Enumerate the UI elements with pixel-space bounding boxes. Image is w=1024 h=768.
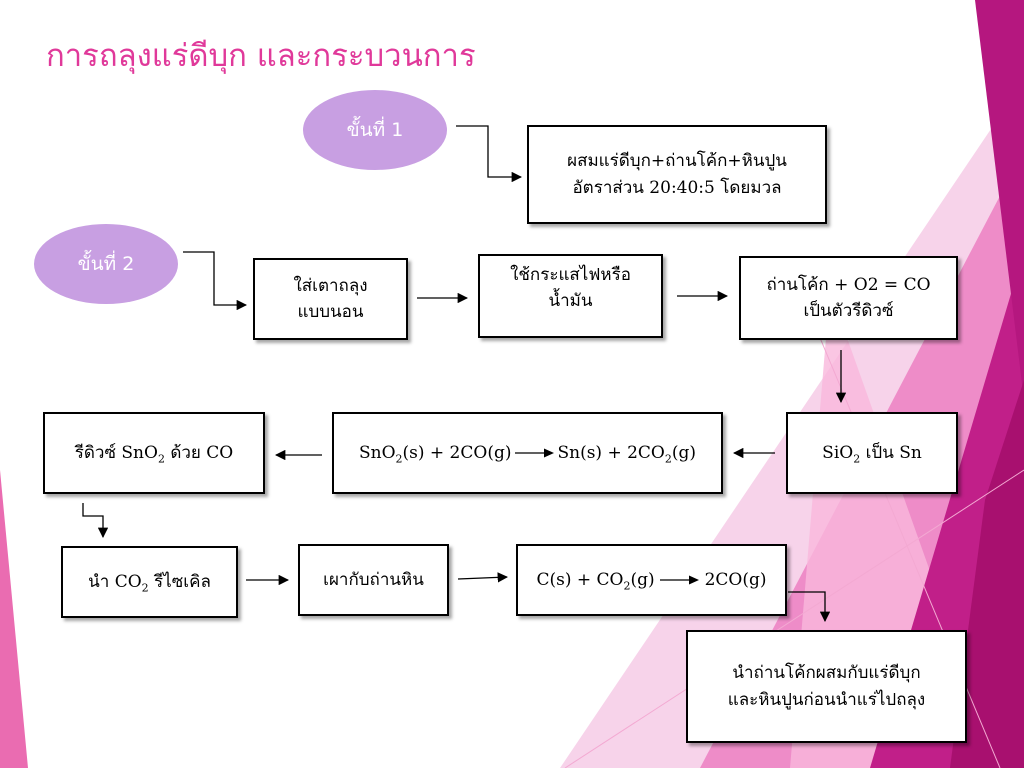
right-mid-magenta-shape — [950, 380, 1024, 768]
recycle-co2-box: นำ CO2 รีไซเคิล — [61, 546, 238, 618]
reaction-arrow-icon — [515, 448, 555, 458]
final-line-1: นำถ่านโค้กผสมกับแร่ดีบุก — [732, 663, 921, 684]
step-1-badge: ขั้นที่ 1 — [303, 90, 447, 170]
coke-line-2: เป็นตัวรีดิวซ์ — [803, 301, 894, 321]
left-pink-strip — [0, 470, 28, 768]
reaction-equation: SnO2(s) + 2CO(g)Sn(s) + 2CO2(g) — [358, 442, 697, 466]
power-line-1: ใช้กระแสไฟหรือ — [510, 265, 631, 285]
mix-line-1: ผสมแร่ดีบุก+ถ่านโค้ก+หินปูน — [567, 151, 787, 172]
page-title: การถลุงแร่ดีบุก และกระบวนการ — [46, 38, 476, 74]
co2-reaction-box: C(s) + CO2(g)2CO(g) — [516, 544, 787, 616]
step-2-label: ขั้นที่ 2 — [77, 253, 135, 275]
burn-text: เผากับถ่านหิน — [323, 569, 424, 590]
recycle-text: นำ CO2 รีไซเคิล — [88, 571, 211, 595]
right-dark-magenta-shape — [975, 0, 1024, 400]
sio2-box: SiO2 เป็น Sn — [786, 412, 958, 494]
step-2-badge: ขั้นที่ 2 — [34, 224, 178, 304]
reaction-box: SnO2(s) + 2CO(g)Sn(s) + 2CO2(g) — [332, 412, 723, 494]
burn-coal-box: เผากับถ่านหิน — [298, 544, 449, 616]
step-1-label: ขั้นที่ 1 — [346, 119, 404, 141]
furnace-line-1: ใส่เตาถลุง — [293, 275, 368, 296]
co2-arrow-icon — [659, 575, 699, 585]
mix-ratio-box: ผสมแร่ดีบุก+ถ่านโค้ก+หินปูน อัตราส่วน 20… — [527, 125, 827, 224]
coke-reducer-box: ถ่านโค้ก + O2 = CO เป็นตัวรีดิวซ์ — [739, 256, 958, 340]
co2-equation: C(s) + CO2(g)2CO(g) — [536, 569, 767, 593]
furnace-line-2: แบบนอน — [297, 302, 364, 322]
reduce-text: รีดิวซ์ SnO2 ด้วย CO — [74, 442, 234, 466]
furnace-box: ใส่เตาถลุง แบบนอน — [253, 258, 408, 340]
power-source-box: ใช้กระแสไฟหรือ น้ำมัน — [478, 254, 663, 338]
power-line-2: น้ำมัน — [548, 291, 593, 312]
coke-line-1: ถ่านโค้ก + O2 = CO — [766, 274, 931, 295]
reduce-box: รีดิวซ์ SnO2 ด้วย CO — [43, 412, 265, 494]
sio2-text: SiO2 เป็น Sn — [822, 442, 922, 466]
final-step-box: นำถ่านโค้กผสมกับแร่ดีบุก และหินปูนก่อนนำ… — [686, 630, 967, 743]
mix-line-2: อัตราส่วน 20:40:5 โดยมวล — [572, 177, 782, 198]
final-line-2: และหินปูนก่อนนำแร่ไปถลุง — [727, 689, 926, 710]
